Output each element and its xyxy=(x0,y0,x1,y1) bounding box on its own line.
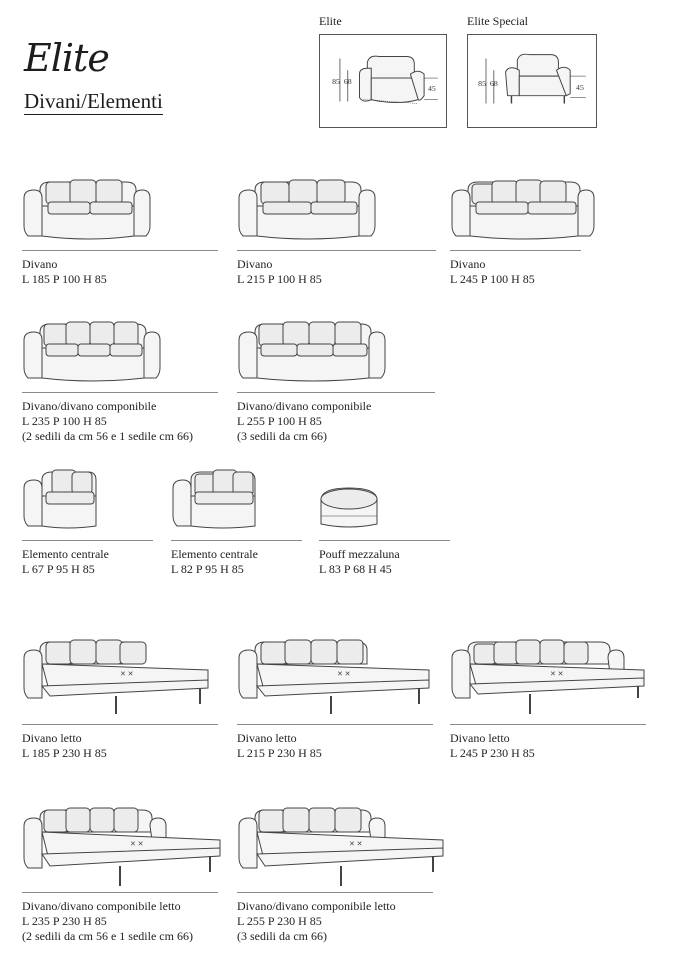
svg-text:✕ ✕: ✕ ✕ xyxy=(550,670,563,678)
product-name: Divano/divano componibile letto xyxy=(22,899,181,913)
product-dims: L 235 P 100 H 85 xyxy=(22,414,107,428)
svg-text:✕ ✕: ✕ ✕ xyxy=(349,840,362,848)
product-divano-letto-245: ✕ ✕ Divano letto L 245 P 230 H 85 xyxy=(450,638,646,761)
product-divano-215: Divano L 215 P 100 H 85 xyxy=(237,176,436,287)
page-subtitle: Divani/Elementi xyxy=(24,89,163,116)
svg-text:✕ ✕: ✕ ✕ xyxy=(130,840,143,848)
product-name: Elemento centrale xyxy=(22,547,109,561)
product-dims: L 245 P 230 H 85 xyxy=(450,746,535,760)
product-note: (2 sedili da cm 56 e 1 sedile cm 66) xyxy=(22,429,193,443)
variant-label-elite: Elite xyxy=(319,14,342,28)
sofa-bed-large-icon: ✕ ✕ xyxy=(238,639,430,714)
product-componibile-255: Divano/divano componibile L 255 P 100 H … xyxy=(237,318,435,444)
product-dims: L 215 P 100 H 85 xyxy=(237,272,322,286)
product-name: Divano xyxy=(237,257,273,271)
armchair-elite-icon: 85 68 45 xyxy=(332,55,438,104)
product-dims: L 255 P 230 H 85 xyxy=(237,914,322,928)
svg-text:68: 68 xyxy=(490,79,498,88)
svg-text:68: 68 xyxy=(344,77,352,86)
variant-label-elite-special: Elite Special xyxy=(467,14,528,28)
product-name: Divano/divano componibile xyxy=(22,399,157,413)
sofa-2-seat-large-icon xyxy=(238,179,376,240)
product-elemento-67: Elemento centrale L 67 P 95 H 85 xyxy=(22,468,153,577)
product-pouff-mezzaluna: Pouff mezzaluna L 83 P 68 H 45 xyxy=(319,486,450,577)
product-name: Divano xyxy=(22,257,58,271)
element-armchair-wide-icon xyxy=(172,469,256,529)
product-divano-letto-215: ✕ ✕ Divano letto L 215 P 230 H 85 xyxy=(237,638,433,761)
product-dims: L 67 P 95 H 85 xyxy=(22,562,95,576)
product-name: Divano/divano componibile xyxy=(237,399,372,413)
product-name: Divano xyxy=(450,257,486,271)
sofa-3-seat-large-icon xyxy=(238,321,386,382)
product-dims: L 83 P 68 H 45 xyxy=(319,562,392,576)
svg-text:45: 45 xyxy=(428,84,436,93)
product-divano-185: Divano L 185 P 100 H 85 xyxy=(22,176,218,287)
svg-text:✕ ✕: ✕ ✕ xyxy=(337,670,350,678)
product-divano-245: Divano L 245 P 100 H 85 xyxy=(450,176,595,287)
sofa-3-seat-icon xyxy=(23,321,161,382)
product-name: Divano/divano componibile letto xyxy=(237,899,396,913)
product-dims: L 245 P 100 H 85 xyxy=(450,272,535,286)
product-name: Elemento centrale xyxy=(171,547,258,561)
product-name: Divano letto xyxy=(450,731,510,745)
modular-sofa-bed-large-icon: ✕ ✕ xyxy=(238,807,444,886)
brand-logo-text: Elite xyxy=(24,36,110,80)
product-name: Pouff mezzaluna xyxy=(319,547,400,561)
product-dims: L 82 P 95 H 85 xyxy=(171,562,244,576)
product-componibile-letto-235: ✕ ✕ Divano/divano componibile letto L 23… xyxy=(22,806,221,944)
product-note: (3 sedili da cm 66) xyxy=(237,429,327,443)
svg-text:85: 85 xyxy=(478,79,486,88)
product-note: (2 sedili da cm 56 e 1 sedile cm 66) xyxy=(22,929,193,943)
product-componibile-letto-255: ✕ ✕ Divano/divano componibile letto L 25… xyxy=(237,806,444,944)
pouff-icon xyxy=(320,487,378,528)
product-dims: L 255 P 100 H 85 xyxy=(237,414,322,428)
product-note: (3 sedili da cm 66) xyxy=(237,929,327,943)
product-dims: L 185 P 230 H 85 xyxy=(22,746,107,760)
variant-elite-diagram: 85 68 45 xyxy=(319,34,447,128)
product-dims: L 215 P 230 H 85 xyxy=(237,746,322,760)
variant-elite-special-diagram: 85 68 45 xyxy=(467,34,597,128)
product-divano-letto-185: ✕ ✕ Divano letto L 185 P 230 H 85 xyxy=(22,638,218,761)
product-elemento-82: Elemento centrale L 82 P 95 H 85 xyxy=(171,468,302,577)
svg-text:✕ ✕: ✕ ✕ xyxy=(120,670,133,678)
product-name: Divano letto xyxy=(22,731,82,745)
sofa-2-seat-xl-icon xyxy=(451,179,595,240)
product-name: Divano letto xyxy=(237,731,297,745)
sofa-2-seat-icon xyxy=(23,179,151,240)
armchair-elite-special-icon: 85 68 45 xyxy=(478,53,586,104)
sofa-bed-icon: ✕ ✕ xyxy=(23,639,209,714)
product-dims: L 185 P 100 H 85 xyxy=(22,272,107,286)
svg-text:45: 45 xyxy=(576,83,584,92)
element-armchair-icon xyxy=(23,469,97,529)
modular-sofa-bed-icon: ✕ ✕ xyxy=(23,807,221,886)
product-dims: L 235 P 230 H 85 xyxy=(22,914,107,928)
product-componibile-235: Divano/divano componibile L 235 P 100 H … xyxy=(22,318,218,444)
svg-text:85: 85 xyxy=(332,77,340,86)
sofa-bed-xl-icon: ✕ ✕ xyxy=(451,639,645,714)
